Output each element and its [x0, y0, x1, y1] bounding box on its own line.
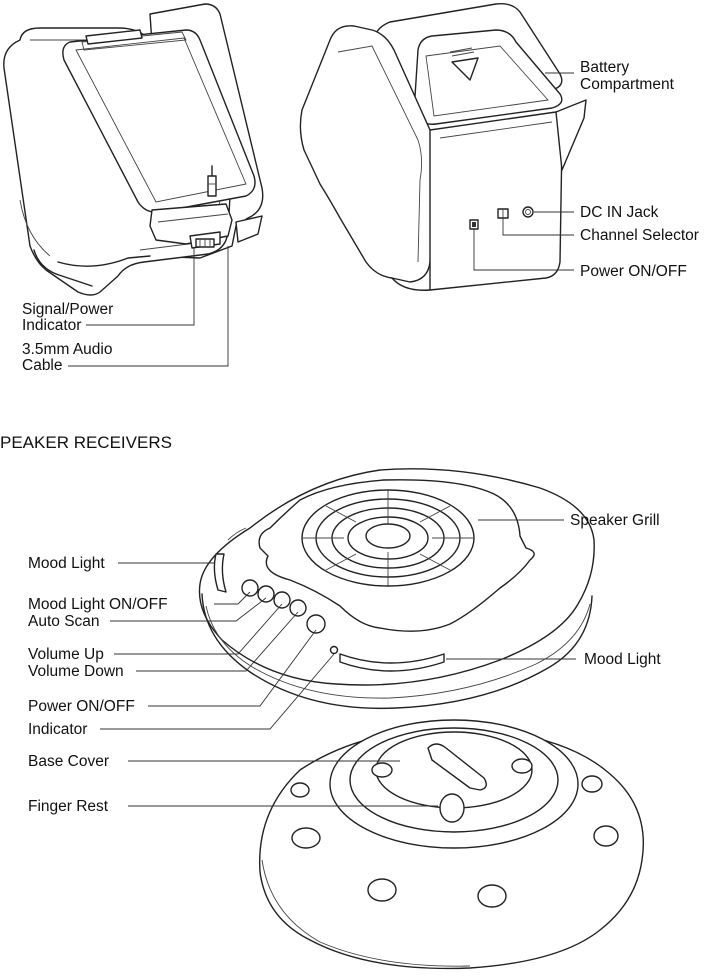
- transmitter-back-illustration: [299, 2, 587, 291]
- label-signal-power-indicator-line1: Signal/Power: [22, 301, 113, 318]
- label-volume-down: Volume Down: [28, 663, 124, 680]
- label-volume-up: Volume Up: [28, 646, 104, 663]
- label-audio-cable-line1: 3.5mm Audio: [22, 341, 112, 358]
- label-dc-in-jack: DC IN Jack: [580, 204, 659, 221]
- leader-lines: [68, 72, 576, 807]
- transmitter-front-illustration: [3, 3, 264, 296]
- label-mood-light-left: Mood Light: [28, 555, 105, 572]
- label-base-cover: Base Cover: [28, 753, 109, 770]
- label-mood-light-right: Mood Light: [584, 651, 661, 668]
- label-auto-scan: Auto Scan: [28, 613, 100, 630]
- section-title: PEAKER RECEIVERS: [0, 433, 172, 452]
- speaker-bottom-illustration: [258, 719, 645, 970]
- control-buttons: [241, 579, 339, 655]
- speaker-top-illustration: [198, 468, 595, 710]
- label-audio-cable-line2: Cable: [22, 357, 63, 374]
- label-indicator: Indicator: [28, 721, 87, 738]
- callout-labels: Battery Compartment DC IN Jack Channel S…: [0, 59, 699, 815]
- label-power-on-off-speaker: Power ON/OFF: [28, 698, 135, 715]
- label-channel-selector: Channel Selector: [580, 227, 699, 244]
- label-battery-compartment-line2: Compartment: [580, 76, 675, 93]
- label-speaker-grill: Speaker Grill: [570, 512, 660, 529]
- label-power-on-off-transmitter: Power ON/OFF: [580, 263, 687, 280]
- label-finger-rest: Finger Rest: [28, 798, 109, 815]
- label-signal-power-indicator-line2: Indicator: [22, 317, 81, 334]
- label-battery-compartment-line1: Battery: [580, 59, 629, 76]
- label-mood-light-on-off: Mood Light ON/OFF: [28, 596, 168, 613]
